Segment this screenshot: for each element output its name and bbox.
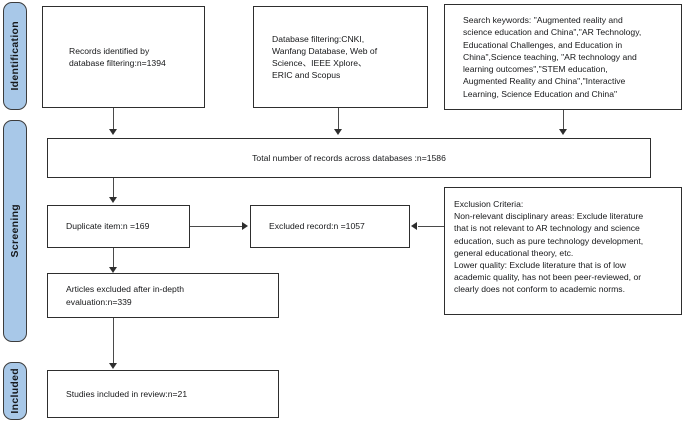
box-duplicate-item-text: Duplicate item:n =169 [66, 221, 150, 232]
arrowhead-records-to-total [109, 129, 117, 135]
box-studies-included: Studies included in review:n=21 [47, 370, 279, 418]
arrowhead-databases-to-total [334, 129, 342, 135]
arrowhead-criteria-to-excluded [411, 222, 417, 230]
box-articles-excluded-text: Articles excluded after in-depth evaluat… [66, 284, 184, 307]
connector-articles-to-included [113, 318, 115, 365]
box-total-records: Total number of records across databases… [47, 138, 651, 178]
box-articles-excluded: Articles excluded after in-depth evaluat… [47, 273, 279, 318]
stage-label-screening: Screening [3, 120, 27, 342]
arrowhead-total-to-duplicate [109, 197, 117, 203]
box-duplicate-item: Duplicate item:n =169 [47, 205, 190, 248]
stage-label-identification: Identification [3, 2, 27, 110]
connector-duplicate-to-articles [113, 248, 115, 269]
connector-total-to-duplicate [113, 178, 115, 199]
connector-duplicate-to-excluded [190, 226, 243, 228]
stage-label-screening-text: Screening [9, 204, 21, 258]
connector-databases-to-total [338, 108, 340, 131]
box-total-records-text: Total number of records across databases… [252, 152, 446, 163]
box-search-keywords: Search keywords: "Augmented reality and … [444, 4, 682, 110]
box-records-identified: Records identified by database filtering… [42, 6, 205, 108]
box-search-keywords-text: Search keywords: "Augmented reality and … [463, 15, 642, 99]
stage-label-included: Included [3, 362, 27, 420]
arrowhead-duplicate-to-articles [109, 267, 117, 273]
box-database-filtering-text: Database filtering:CNKI, Wanfang Databas… [272, 33, 378, 81]
arrowhead-articles-to-included [109, 363, 117, 369]
box-database-filtering: Database filtering:CNKI, Wanfang Databas… [253, 6, 428, 108]
stage-label-identification-text: Identification [9, 21, 21, 91]
box-exclusion-criteria: Exclusion Criteria: Non-relevant discipl… [444, 187, 682, 315]
connector-keywords-to-total [563, 110, 565, 131]
box-records-identified-text: Records identified by database filtering… [69, 45, 166, 68]
connector-criteria-to-excluded [418, 226, 444, 228]
box-studies-included-text: Studies included in review:n=21 [66, 388, 188, 399]
box-exclusion-criteria-text: Exclusion Criteria: Non-relevant discipl… [454, 199, 644, 295]
connector-records-to-total [113, 108, 115, 131]
box-excluded-record-text: Excluded record:n =1057 [269, 221, 365, 232]
box-excluded-record: Excluded record:n =1057 [250, 205, 410, 248]
stage-label-included-text: Included [9, 368, 21, 414]
arrowhead-keywords-to-total [559, 129, 567, 135]
arrowhead-duplicate-to-excluded [242, 222, 248, 230]
